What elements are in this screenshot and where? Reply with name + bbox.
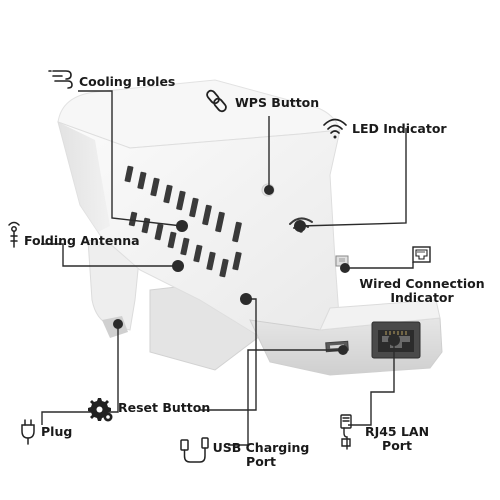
rj45-lan-port-line-1: RJ45 LAN: [364, 424, 430, 439]
gears-icon: [88, 398, 113, 422]
usb-charging-port-line-1: USB Charging: [212, 440, 310, 455]
ethernet-port-icon: [412, 246, 431, 263]
wps-button-dot: [264, 185, 274, 195]
usb-charging-port-label: USB Charging Port: [206, 441, 316, 469]
leader-lines: [41, 90, 414, 446]
wps-button-label: WPS Button: [235, 95, 320, 110]
usb-port-dot: [338, 345, 348, 355]
plug-label: Plug: [41, 424, 73, 439]
leader-dots: [113, 185, 400, 355]
folding-antenna-label: Folding Antenna: [24, 233, 140, 248]
wired-connection-indicator-line-2: Indicator: [390, 290, 454, 305]
power-plug-icon: [21, 419, 35, 445]
ethernet-cable-icon: [340, 414, 352, 450]
wired-indicator-dot: [340, 263, 350, 273]
rj45-lan-port-label: RJ45 LAN Port: [352, 425, 442, 453]
wired-connection-indicator-line-1: Wired Connection: [359, 276, 485, 291]
wifi-signal-icon: [323, 118, 347, 139]
folding-antenna-dot: [172, 260, 184, 272]
rj45-port-dot: [388, 334, 400, 346]
chain-link-icon: [206, 89, 227, 113]
usb-charging-port-line-2: Port: [246, 454, 276, 469]
reset-button-dot: [240, 293, 252, 305]
plug-dot: [113, 319, 123, 329]
cooling-holes-label: Cooling Holes: [79, 74, 176, 89]
usb-cable-icon: [180, 437, 209, 463]
antenna-icon: [8, 221, 20, 248]
wind-icon: [48, 70, 73, 89]
led-indicator-dot: [294, 220, 306, 232]
rj45-lan-port-line-2: Port: [382, 438, 412, 453]
reset-button-label: Reset Button: [118, 400, 211, 415]
cooling-slots: [124, 165, 242, 278]
led-indicator-label: LED Indicator: [352, 121, 447, 136]
wired-connection-indicator-label: Wired Connection Indicator: [352, 277, 492, 305]
cooling-holes-dot: [176, 220, 188, 232]
